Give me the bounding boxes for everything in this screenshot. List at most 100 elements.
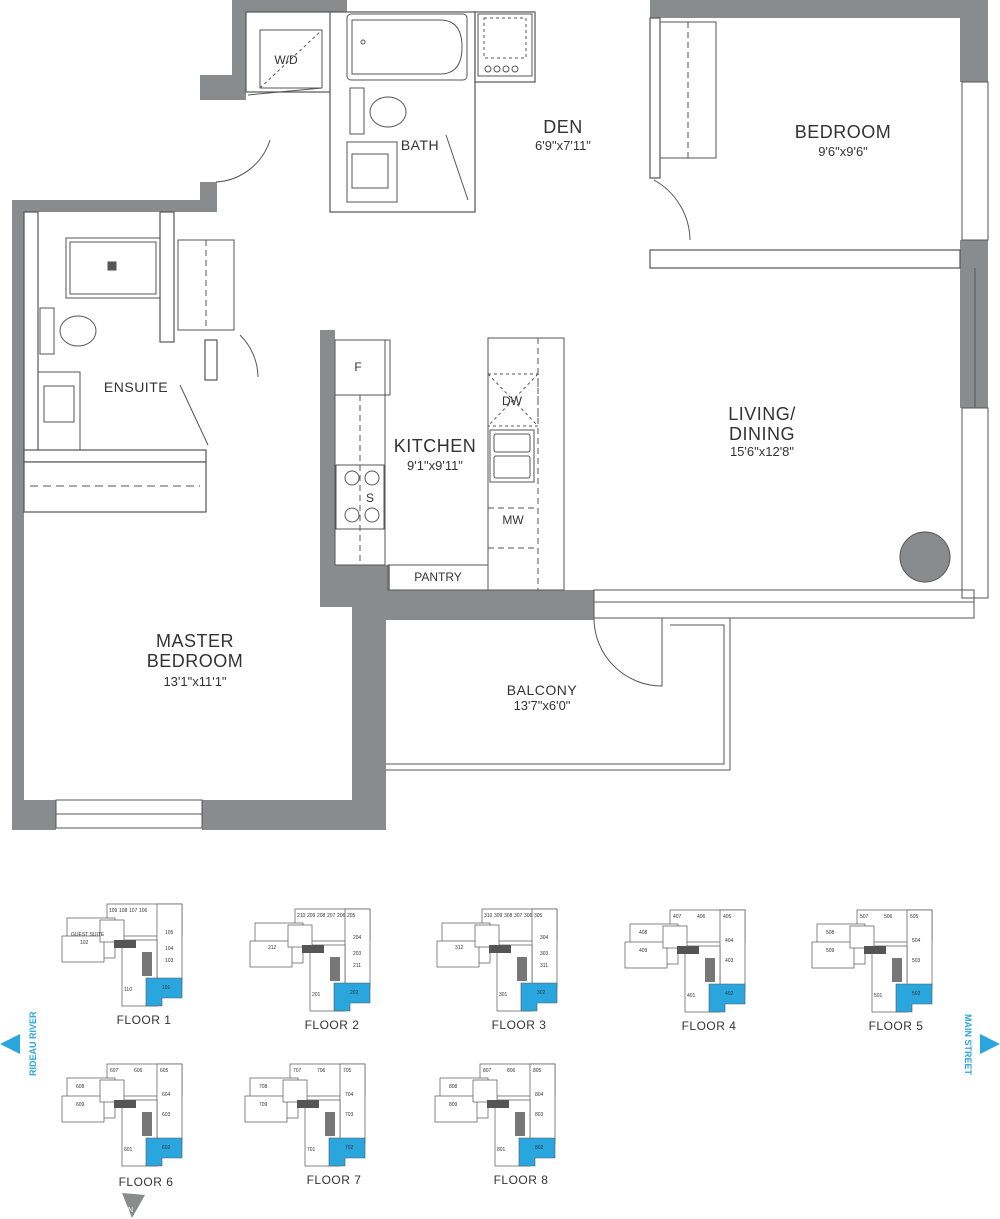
unit-number: 506 bbox=[884, 914, 893, 920]
unit-number: 311 bbox=[540, 963, 548, 969]
unit-number: 702 bbox=[345, 1145, 354, 1151]
master-label-line1: MASTER bbox=[156, 631, 234, 651]
unit-number: 803 bbox=[535, 1112, 544, 1118]
unit-number: 212 bbox=[268, 945, 277, 951]
floor-label: FLOOR 8 bbox=[494, 1173, 549, 1187]
living-dims: 15'6"x12'8" bbox=[730, 444, 794, 459]
unit-number: 403 bbox=[725, 958, 734, 964]
unit-number: 104 bbox=[165, 946, 174, 952]
unit-number: 602 bbox=[162, 1145, 171, 1151]
unit-number: 312 bbox=[455, 945, 464, 951]
unit-number: 707 bbox=[293, 1068, 302, 1074]
unit-number: 310 bbox=[484, 913, 493, 919]
floor-label: FLOOR 3 bbox=[492, 1018, 547, 1032]
unit-number: 606 bbox=[134, 1068, 143, 1074]
unit-number: 101 bbox=[162, 985, 171, 991]
unit-number: 207 bbox=[327, 913, 336, 919]
unit-number: 806 bbox=[507, 1068, 516, 1074]
unit-number: 508 bbox=[826, 930, 835, 936]
wd-label: W/D bbox=[274, 53, 298, 67]
bedroom-label: BEDROOM bbox=[795, 122, 892, 142]
unit-number: 808 bbox=[449, 1084, 458, 1090]
north-arrow-icon: N bbox=[122, 1193, 145, 1218]
unit-number: 807 bbox=[483, 1068, 492, 1074]
fridge-label: F bbox=[354, 360, 361, 374]
arrow-right-icon bbox=[980, 1034, 1000, 1054]
unit-number: 509 bbox=[826, 948, 835, 954]
unit-number: 809 bbox=[449, 1102, 458, 1108]
unit-number: 109 bbox=[109, 908, 118, 914]
stove-label: S bbox=[366, 491, 374, 505]
unit-number: 408 bbox=[639, 930, 648, 936]
unit-number: 405 bbox=[723, 914, 732, 920]
unit-number: 211 bbox=[353, 963, 361, 969]
unit-number: 306 bbox=[524, 913, 533, 919]
interior-walls bbox=[23, 11, 961, 513]
unit-number: 609 bbox=[76, 1102, 85, 1108]
guest-suite-label: GUEST SUITE bbox=[71, 932, 105, 938]
room-labels: W/D BATH DEN 6'9"x7'11" BEDROOM 9'6"x9'6… bbox=[104, 53, 891, 713]
unit-number: 706 bbox=[317, 1068, 326, 1074]
unit-number: 309 bbox=[494, 913, 503, 919]
unit-number: 105 bbox=[165, 930, 174, 936]
unit-number: 401 bbox=[687, 993, 696, 999]
unit-number: 304 bbox=[540, 935, 549, 941]
bedroom-dims: 9'6"x9'6" bbox=[818, 144, 868, 159]
unit-number: 203 bbox=[353, 951, 362, 957]
unit-number: 502 bbox=[912, 991, 921, 997]
pantry-label: PANTRY bbox=[414, 570, 462, 584]
balcony-label: BALCONY bbox=[507, 682, 578, 698]
unit-number: 603 bbox=[162, 1112, 171, 1118]
unit-number: 409 bbox=[639, 948, 648, 954]
living-label-line2: DINING bbox=[729, 424, 795, 444]
unit-number: 607 bbox=[110, 1068, 119, 1074]
dishwasher-label: DW bbox=[502, 394, 523, 408]
master-label-line2: BEDROOM bbox=[147, 651, 244, 671]
street-left-label: RIDEAU RIVER bbox=[28, 1011, 38, 1076]
unit-number: 205 bbox=[347, 913, 356, 919]
den-label: DEN bbox=[543, 117, 583, 137]
unit-number: 406 bbox=[697, 914, 706, 920]
den-dims: 6'9"x7'11" bbox=[535, 138, 591, 153]
unit-number: 103 bbox=[165, 958, 174, 964]
unit-number: 802 bbox=[535, 1145, 544, 1151]
unit-number: 202 bbox=[350, 990, 359, 996]
unit-number: 701 bbox=[307, 1147, 316, 1153]
unit-number: 708 bbox=[259, 1084, 268, 1090]
unit-number: 302 bbox=[537, 990, 546, 996]
unit-number: 307 bbox=[514, 913, 523, 919]
unit-number: 301 bbox=[499, 992, 508, 998]
unit-number: 503 bbox=[912, 958, 921, 964]
unit-number: 110 bbox=[124, 987, 132, 993]
fixtures bbox=[30, 13, 989, 829]
unit-number: 604 bbox=[162, 1092, 171, 1098]
unit-number: 805 bbox=[533, 1068, 542, 1074]
unit-number: 608 bbox=[76, 1084, 85, 1090]
unit-number: 703 bbox=[345, 1112, 354, 1118]
unit-number: 308 bbox=[504, 913, 513, 919]
unit-number: 705 bbox=[343, 1068, 352, 1074]
svg-text:N: N bbox=[128, 1207, 133, 1214]
street-marker-right: MAIN STREET bbox=[963, 1014, 1000, 1076]
bath-label: BATH bbox=[401, 137, 439, 153]
floor-label: FLOOR 6 bbox=[119, 1175, 174, 1189]
balcony-dims: 13'7"x6'0" bbox=[514, 698, 571, 713]
living-label-line1: LIVING/ bbox=[728, 404, 796, 424]
unit-number: 209 bbox=[307, 913, 316, 919]
street-marker-left: RIDEAU RIVER bbox=[0, 1011, 38, 1076]
floor-label: FLOOR 4 bbox=[682, 1019, 737, 1033]
exterior-walls bbox=[12, 0, 988, 830]
street-right-label: MAIN STREET bbox=[963, 1014, 973, 1076]
unit-number: 801 bbox=[497, 1147, 506, 1153]
unit-number: 305 bbox=[534, 913, 543, 919]
